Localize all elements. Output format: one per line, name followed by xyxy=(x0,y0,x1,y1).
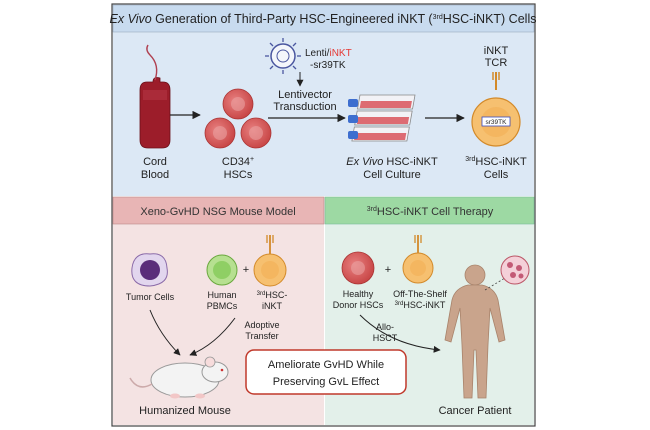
arrow-cells-to-mouse xyxy=(189,317,236,356)
page-title: Ex Vivo Generation of Third-Party HSC-En… xyxy=(110,12,537,26)
mouse-icon xyxy=(129,356,229,399)
culture-label: Ex Vivo HSC-iNKT xyxy=(346,156,438,168)
pbmc-label: Human xyxy=(207,290,236,300)
shelf-label-2: 3rdHSC-iNKT xyxy=(395,300,446,310)
right-panel-title: 3rdHSC-iNKT Cell Therapy xyxy=(367,206,494,218)
tumor-cells-label: Tumor Cells xyxy=(126,292,175,302)
cd34-label: CD34+ xyxy=(222,156,254,168)
outcome-line-2: Preserving GvL Effect xyxy=(273,376,379,388)
transduction-label: Lentivector xyxy=(278,89,332,101)
shelf-label: Off-The-Shelf xyxy=(393,289,447,299)
culture-label-2: Cell Culture xyxy=(363,169,420,181)
inkt-label-2: iNKT xyxy=(262,301,283,311)
cord-blood-label: Cord xyxy=(143,156,167,168)
culture-flasks-icon xyxy=(348,94,416,142)
transduction-label-2: Transduction xyxy=(273,101,336,113)
cd34-cells-icon xyxy=(204,88,272,149)
donor-label-2: Donor HSCs xyxy=(333,300,384,310)
patient-body-icon xyxy=(444,264,506,399)
tcr-label-2: TCR xyxy=(485,57,508,69)
plus-sign-right: + xyxy=(385,264,391,276)
humanized-mouse-label: Humanized Mouse xyxy=(139,405,231,417)
right-panel-header xyxy=(324,196,535,225)
left-panel-header xyxy=(112,196,325,225)
outcome-line-1: Ameliorate GvHD While xyxy=(268,359,384,371)
donor-label: Healthy xyxy=(343,289,374,299)
cancer-patient-label: Cancer Patient xyxy=(439,405,512,417)
lenti-sr39tk-label: -sr39TK xyxy=(310,60,346,71)
engineered-cells-label-2: Cells xyxy=(484,169,509,181)
cord-blood-bag-icon xyxy=(139,44,171,149)
inkt-cell-icon xyxy=(253,235,287,287)
off-the-shelf-inkt-icon xyxy=(402,235,434,284)
hsct-label-2: HSCT xyxy=(373,333,398,343)
title-bar xyxy=(112,4,535,33)
engineered-cells-label: 3rdHSC-iNKT xyxy=(465,156,527,168)
outcome-box xyxy=(245,349,407,395)
hsct-label: Allo- xyxy=(376,322,394,332)
inkt-label: 3rdHSC- xyxy=(257,290,288,300)
donor-hsc-icon xyxy=(341,251,375,285)
arrow-hsct-to-patient xyxy=(359,314,441,353)
engineered-inkt-cell-icon xyxy=(471,72,521,147)
cd34-label-2: HSCs xyxy=(224,169,253,181)
sr39tk-tag: sr39TK xyxy=(486,119,508,126)
pbmc-label-2: PBMCs xyxy=(207,301,238,311)
adoptive-transfer-label-2: Transfer xyxy=(245,331,278,341)
plus-sign: + xyxy=(243,264,249,276)
cord-blood-label-2: Blood xyxy=(141,169,169,181)
adoptive-transfer-label: Adoptive xyxy=(244,320,279,330)
left-panel-title: Xeno-GvHD NSG Mouse Model xyxy=(140,206,295,218)
arrow-tumor-to-mouse xyxy=(149,309,181,356)
pbmc-cell-icon xyxy=(206,254,238,286)
lentivirus-icon xyxy=(265,38,301,74)
tcr-label: iNKT xyxy=(484,45,509,57)
lenti-label: Lenti/iNKT xyxy=(305,48,352,59)
tumor-cell-icon xyxy=(131,253,168,287)
tumor-zoom-icon xyxy=(484,255,530,291)
top-panel xyxy=(113,5,534,196)
